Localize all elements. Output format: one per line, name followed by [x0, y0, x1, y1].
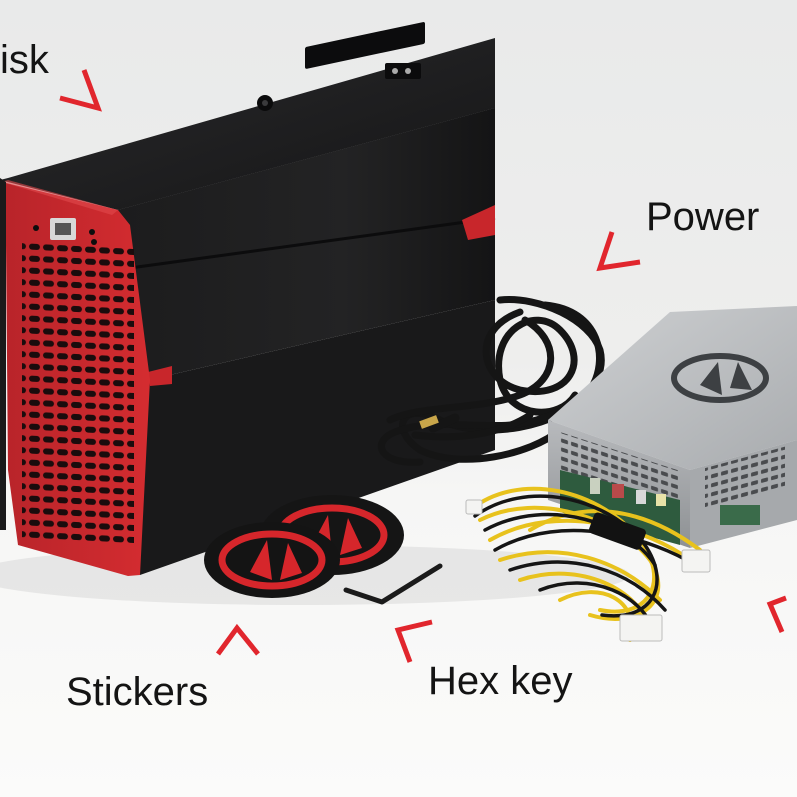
label-stickers: Stickers [66, 670, 209, 714]
pointer-disk [59, 69, 103, 112]
pointer-psu [766, 595, 787, 633]
label-disk: isk [0, 38, 49, 82]
stickers [204, 495, 404, 598]
label-hex-key: Hex key [428, 659, 573, 703]
pointer-power [596, 231, 641, 272]
label-power: Power [646, 195, 760, 239]
power-supply [548, 306, 797, 548]
pointer-stickers [215, 623, 260, 656]
power-cord [377, 296, 605, 466]
miner-unit [0, 22, 496, 576]
wire-harness [465, 486, 711, 642]
pointer-arrows [59, 69, 787, 663]
hex-key [343, 563, 443, 605]
pointer-hex-key [394, 619, 433, 663]
